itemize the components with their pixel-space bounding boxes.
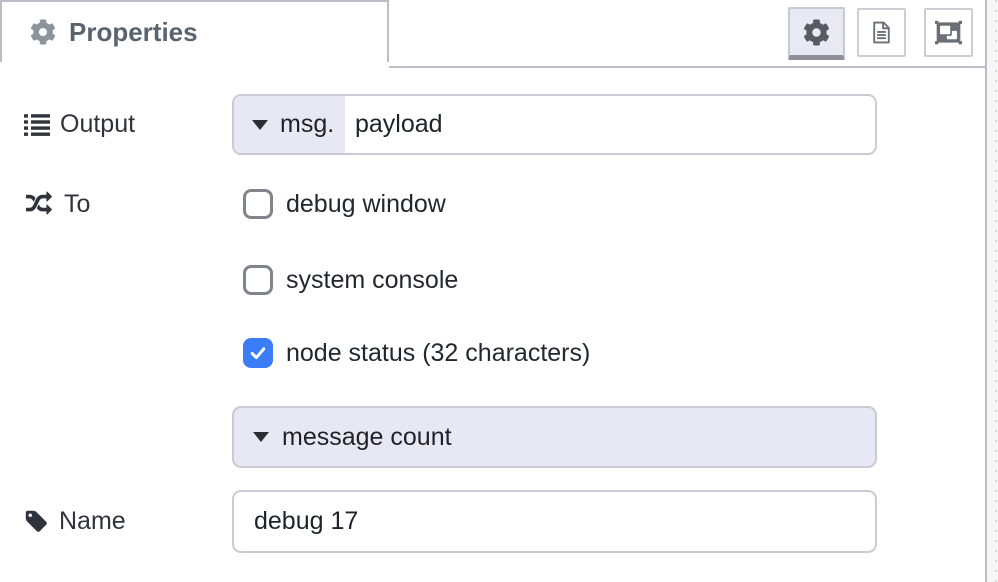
caret-down-icon: [253, 432, 269, 442]
document-icon: [873, 21, 890, 44]
to-field-label: To: [24, 189, 90, 219]
tab-properties[interactable]: Properties: [0, 0, 389, 62]
workspace-edge: [987, 0, 998, 582]
output-label-text: Output: [60, 110, 136, 138]
shuffle-icon: [26, 191, 52, 215]
to-label-text: To: [64, 189, 91, 218]
properties-tab-button[interactable]: [788, 7, 845, 60]
debug-window-label[interactable]: debug window: [286, 189, 446, 218]
node-status-option[interactable]: node status (32 characters): [243, 338, 590, 368]
output-type-label: msg.: [280, 110, 335, 138]
tab-label: Properties: [69, 16, 198, 47]
node-status-checkbox[interactable]: [243, 338, 273, 368]
name-input[interactable]: [232, 490, 877, 553]
tag-icon: [25, 510, 47, 532]
status-type-select[interactable]: message count: [232, 406, 877, 468]
panel-right-border: [985, 0, 987, 582]
name-field-label: Name: [24, 490, 126, 553]
debug-window-checkbox[interactable]: [243, 189, 273, 219]
caret-down-icon: [252, 119, 268, 130]
gear-icon: [30, 19, 56, 45]
output-typed-input: msg.: [232, 94, 877, 155]
list-icon: [24, 113, 50, 136]
tab-bar-divider: [389, 66, 985, 68]
output-property-input[interactable]: [345, 96, 875, 153]
description-tab-button[interactable]: [857, 8, 906, 57]
output-field-label: Output: [24, 94, 135, 155]
system-console-checkbox[interactable]: [243, 265, 273, 295]
system-console-label[interactable]: system console: [286, 265, 459, 294]
name-label-text: Name: [59, 507, 126, 535]
output-type-select[interactable]: msg.: [234, 96, 345, 153]
check-icon: [250, 347, 266, 360]
debug-window-option[interactable]: debug window: [243, 189, 446, 219]
system-console-option[interactable]: system console: [243, 265, 458, 295]
gear-icon: [803, 18, 830, 46]
status-type-value: message count: [282, 422, 452, 451]
appearance-tab-button[interactable]: [924, 8, 973, 57]
object-group-icon: [935, 20, 962, 45]
node-status-label[interactable]: node status (32 characters): [286, 338, 591, 367]
